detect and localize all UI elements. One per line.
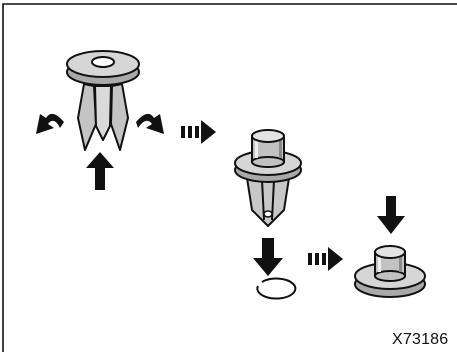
down-arrow-icon [377,196,405,234]
clip-legs [246,177,290,227]
clip-pin-head [374,245,406,259]
clip-center-hole [91,56,115,68]
dashed-right-arrow-icon [181,120,216,144]
mounting-hole-icon [256,277,297,300]
clip-installed [354,245,426,298]
curved-arrow-icon [136,113,164,134]
curved-arrow-icon [36,113,64,134]
clip-center-pin [94,85,112,141]
clip-pin-raised [234,129,302,227]
down-arrow-icon [253,238,283,276]
clip-right-leg [110,83,129,151]
dashed-right-arrow-icon [308,247,343,271]
clip-spread-legs [66,50,140,151]
up-arrow-icon [86,152,114,190]
figure-frame [2,3,457,352]
clip-left-leg [77,83,97,151]
figure-id-label: X73186 [392,331,449,348]
clip-pin-head [251,129,285,143]
